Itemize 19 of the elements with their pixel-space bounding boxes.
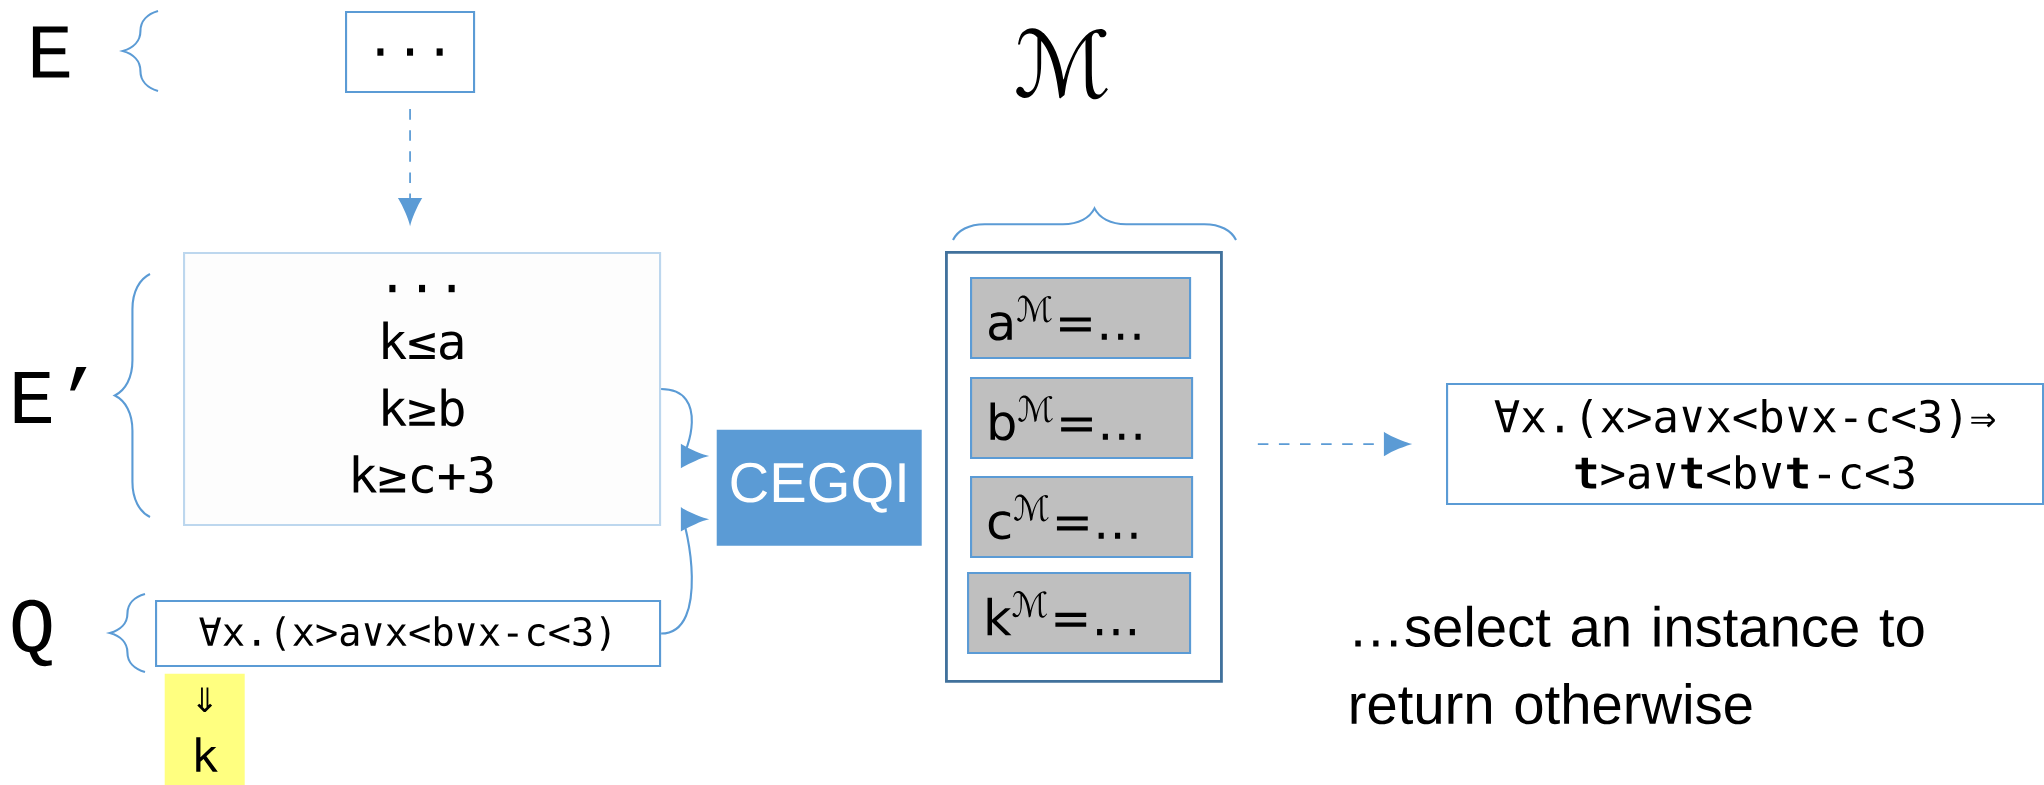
arrow bbox=[398, 108, 422, 224]
formula-box: ∀x.(x>a∨x<b∨x-c<3) bbox=[155, 600, 662, 668]
set-label: E’ bbox=[14, 366, 87, 423]
value-box: b$^{ℳ}$=… bbox=[970, 377, 1194, 460]
note-text: …select an instance to return otherwise bbox=[1351, 605, 1924, 725]
value-box: c$^{ℳ}$=… bbox=[970, 476, 1194, 559]
arrow bbox=[660, 507, 707, 635]
instance-box: ∀x.(x>a∨x<b∨x-c<3)⇒ t>a∨t<b∨t-c<3 bbox=[1446, 383, 2044, 506]
highlight-box: ⇓ k bbox=[164, 673, 245, 785]
model-symbol: ℳ bbox=[1016, 28, 1108, 100]
value-box: k$^{ℳ}$=… bbox=[967, 572, 1192, 655]
set-label: Q bbox=[12, 599, 52, 667]
process-box: CEGQI bbox=[716, 429, 922, 546]
arrow bbox=[661, 388, 707, 468]
code-box: ... bbox=[345, 11, 476, 94]
constraint-box: ... k≤a k≥b k≥c+3 bbox=[183, 252, 662, 527]
value-box: a$^{ℳ}$=… bbox=[970, 277, 1192, 360]
arrow bbox=[1256, 432, 1410, 456]
set-label: E bbox=[32, 26, 70, 78]
